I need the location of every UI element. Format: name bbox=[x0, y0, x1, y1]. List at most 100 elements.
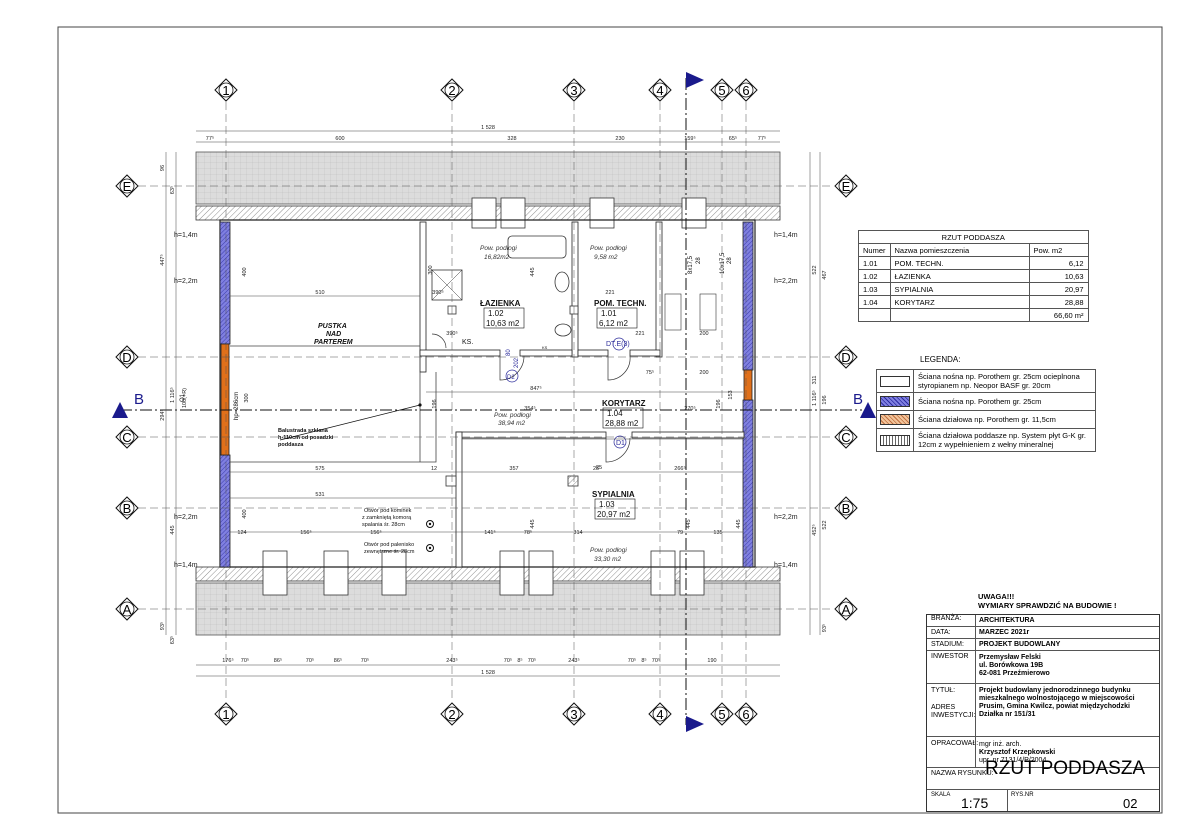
dim-interior: 575 bbox=[315, 466, 324, 472]
axis-bubble-top-1: 1 bbox=[214, 78, 238, 102]
legend-text: Ściana działowa np. Porothem gr. 11,5cm bbox=[913, 410, 1096, 429]
void-line-1: PUSTKA bbox=[318, 323, 347, 330]
dim-interior: 135 bbox=[713, 530, 722, 536]
skylights-top bbox=[471, 197, 707, 229]
axis-bubble-top-2-label: 2 bbox=[448, 83, 455, 98]
inwestor-label: INWESTOR bbox=[931, 653, 969, 660]
legend-item: Ściana nośna np. Porothem gr. 25cm ociep… bbox=[876, 369, 1096, 393]
height-mark-right-1: h=1,4m bbox=[774, 232, 798, 239]
rys-label: RYS.NR bbox=[1011, 792, 1034, 798]
section-marker-bottom bbox=[686, 716, 704, 732]
axis-bubble-right-C-shape bbox=[834, 425, 858, 449]
axis-bubble-right-E-label: E bbox=[842, 179, 851, 194]
wall-left-lower bbox=[219, 454, 231, 568]
legend-swatch bbox=[880, 396, 910, 407]
room-name-korytarz: KORYTARZ bbox=[602, 399, 646, 408]
dt-label: DT.E(3) bbox=[606, 341, 630, 348]
warning-line-1: UWAGA!!! bbox=[978, 592, 1015, 601]
axis-bubble-left-D-shape bbox=[115, 345, 139, 369]
dim-bottom: 243⁵ bbox=[446, 657, 457, 664]
floor-area-label-4: Pow. podłogi bbox=[590, 547, 627, 554]
axis-bubble-bottom-4-label: 4 bbox=[656, 707, 663, 722]
dim-right: 1 116⁵ bbox=[811, 390, 818, 406]
axis-bubble-top-4-shape bbox=[648, 78, 672, 102]
room-name-sypialnia: SYPIALNIA bbox=[592, 490, 635, 499]
room-labels: ŁAZIENKA 1.02 10,63 m2 POM. TECHN. 1.01 … bbox=[480, 299, 646, 520]
window-size-b: 10x17,5 bbox=[720, 252, 726, 274]
tytul-line-2: mieszkalnego wolnostojącego w miejscowoś… bbox=[979, 695, 1135, 702]
room-area-cell: 10,63 bbox=[1028, 269, 1089, 283]
axis-bubble-top-1-label: 1 bbox=[222, 83, 229, 98]
room-number-techn: 1.01 bbox=[601, 309, 617, 318]
dim-bottom: 190 bbox=[707, 658, 716, 664]
legend-swatch bbox=[880, 414, 910, 425]
adres-label-1: ADRES bbox=[931, 704, 956, 711]
axis-bubble-right-B: B bbox=[834, 496, 858, 520]
opracowal-line-3: upr. nr 7131/4/P/2004 bbox=[979, 757, 1047, 764]
legend-text: Ściana nośna np. Porothem gr. 25cm ociep… bbox=[913, 369, 1096, 393]
room-name-cell: ŁAZIENKA bbox=[889, 269, 1030, 283]
dim-top: 65⁵ bbox=[729, 135, 737, 142]
axis-bubble-left-C-label: C bbox=[122, 430, 131, 445]
tytul-line-3: Prusim, Gmina Kwilcz, powiat międzychodz… bbox=[979, 703, 1130, 710]
floor-area-label-2: Pow. podłogi bbox=[590, 245, 627, 252]
axis-bubble-top-5-shape bbox=[710, 78, 734, 102]
ks-small-label: KS bbox=[542, 345, 548, 350]
room-number-cell: 1.04 bbox=[858, 295, 891, 309]
skala-value: 1:75 bbox=[961, 795, 989, 811]
axis-bubble-right-A-label: A bbox=[842, 602, 851, 617]
room-table-header-name: Nazwa pomieszczenia bbox=[889, 243, 1030, 257]
door-swings bbox=[431, 333, 631, 463]
legend-swatch bbox=[880, 375, 910, 387]
dim-top-total: 1 528 bbox=[481, 125, 495, 131]
dim-left: 96 bbox=[160, 165, 166, 171]
axis-bubble-bottom-2-shape bbox=[440, 702, 464, 726]
axis-bubble-left-E: E bbox=[115, 174, 139, 198]
axis-bubble-bottom-6: 6 bbox=[734, 702, 758, 726]
wall-right-lower bbox=[742, 399, 754, 568]
skylights-bottom bbox=[262, 550, 705, 596]
dim-interior: 221 bbox=[635, 331, 644, 337]
wall-left-upper bbox=[219, 221, 231, 345]
axis-bubble-bottom-4-shape bbox=[648, 702, 672, 726]
axis-bubble-right-C: C bbox=[834, 425, 858, 449]
axis-bubble-left-A: A bbox=[115, 597, 139, 621]
opracowal-line-1: mgr inż. arch. bbox=[979, 741, 1022, 748]
axis-bubble-right-B-label: B bbox=[842, 501, 851, 516]
dim-interior: 400 bbox=[242, 509, 248, 518]
adres-label-2: INWESTYCJI: bbox=[931, 712, 976, 719]
axis-bubble-top-6: 6 bbox=[734, 78, 758, 102]
dim-interior: 445 bbox=[530, 519, 536, 528]
section-marker-left bbox=[112, 402, 128, 418]
inwestor-line-1: Przemysław Felski bbox=[979, 654, 1041, 661]
axis-bubble-right-D-label: D bbox=[841, 350, 850, 365]
dim-bottom: 8⁵ bbox=[641, 657, 646, 664]
dim-left: 294⁵ bbox=[159, 409, 166, 420]
dim-interior: 75⁵ bbox=[646, 369, 654, 376]
axis-bubble-bottom-3-shape bbox=[562, 702, 586, 726]
height-mark-right-2: h=2,2m bbox=[774, 278, 798, 285]
height-mark-right-4: h=1,4m bbox=[774, 562, 798, 569]
floor-area-value-4: 33,30 m2 bbox=[594, 556, 621, 563]
warning-note: UWAGA!!! WYMIARY SPRAWDZIĆ NA BUDOWIE ! bbox=[978, 592, 1116, 610]
annotations: PUSTKA NAD PARTEREM Balustrada szklana h… bbox=[180, 252, 733, 555]
dim-left: 1 116⁵ bbox=[169, 387, 176, 403]
o1-label: O1 bbox=[180, 393, 186, 402]
dim-top: 328 bbox=[507, 136, 516, 142]
dim-bottom-total: 1 528 bbox=[481, 670, 495, 676]
dim-interior: 100(+R) bbox=[182, 388, 188, 408]
dim-interior: 156⁵ bbox=[300, 529, 311, 536]
dim-interior: 270⁵ bbox=[684, 405, 695, 412]
dim-interior: 390⁵ bbox=[446, 330, 457, 337]
room-number-cell: 1.02 bbox=[858, 269, 891, 283]
room-area-table: RZUT PODDASZA Numer Nazwa pomieszczenia … bbox=[858, 230, 1089, 322]
dim-bottom: 8⁵ bbox=[517, 657, 522, 664]
axis-bubble-right-B-shape bbox=[834, 496, 858, 520]
opracowal-line-2: Krzysztof Krzepkowski bbox=[979, 749, 1056, 756]
axis-bubble-bottom-1-label: 1 bbox=[222, 707, 229, 722]
dim-interior: 221 bbox=[605, 290, 614, 296]
legend-text: Ściana nośna np. Porothem gr. 25cm bbox=[913, 392, 1096, 411]
roof-top bbox=[195, 151, 781, 205]
